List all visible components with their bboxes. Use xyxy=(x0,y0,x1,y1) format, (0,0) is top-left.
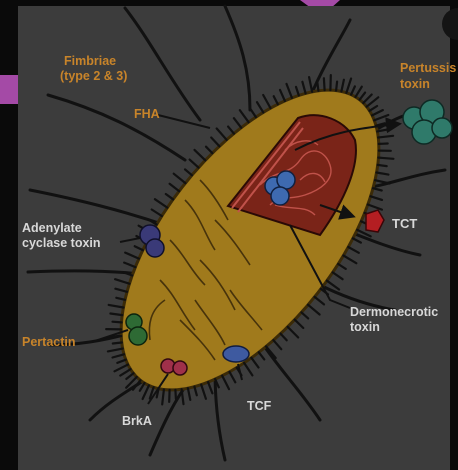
fimbria-hair xyxy=(378,165,387,166)
label-adenylate-1: Adenylate xyxy=(22,221,82,235)
label-tcf: TCF xyxy=(247,399,272,413)
label-fimbriae-2: (type 2 & 3) xyxy=(60,69,127,83)
brka-shape xyxy=(161,359,187,375)
fimbria-hair xyxy=(175,390,176,399)
label-pertussis-1: Pertussis xyxy=(400,61,456,75)
fimbria-hair xyxy=(324,78,325,90)
label-fha: FHA xyxy=(134,107,160,121)
fimbria-hair xyxy=(379,158,394,159)
label-pertactin: Pertactin xyxy=(22,335,76,349)
label-tct: TCT xyxy=(392,216,417,231)
label-dermonecrotic-2: toxin xyxy=(350,320,380,334)
fimbria-hair xyxy=(317,82,318,91)
label-brka: BrkA xyxy=(122,414,152,428)
label-adenylate-2: cyclase toxin xyxy=(22,236,101,250)
label-dermonecrotic-1: Dermonecrotic xyxy=(350,305,438,319)
tcf-shape xyxy=(223,346,249,362)
fimbria-hair xyxy=(113,343,122,344)
fimbria-hair xyxy=(113,322,122,323)
fimbria-hair xyxy=(336,82,337,91)
label-pertussis-2: toxin xyxy=(400,77,430,91)
label-fimbriae-1: Fimbriae xyxy=(64,54,116,68)
